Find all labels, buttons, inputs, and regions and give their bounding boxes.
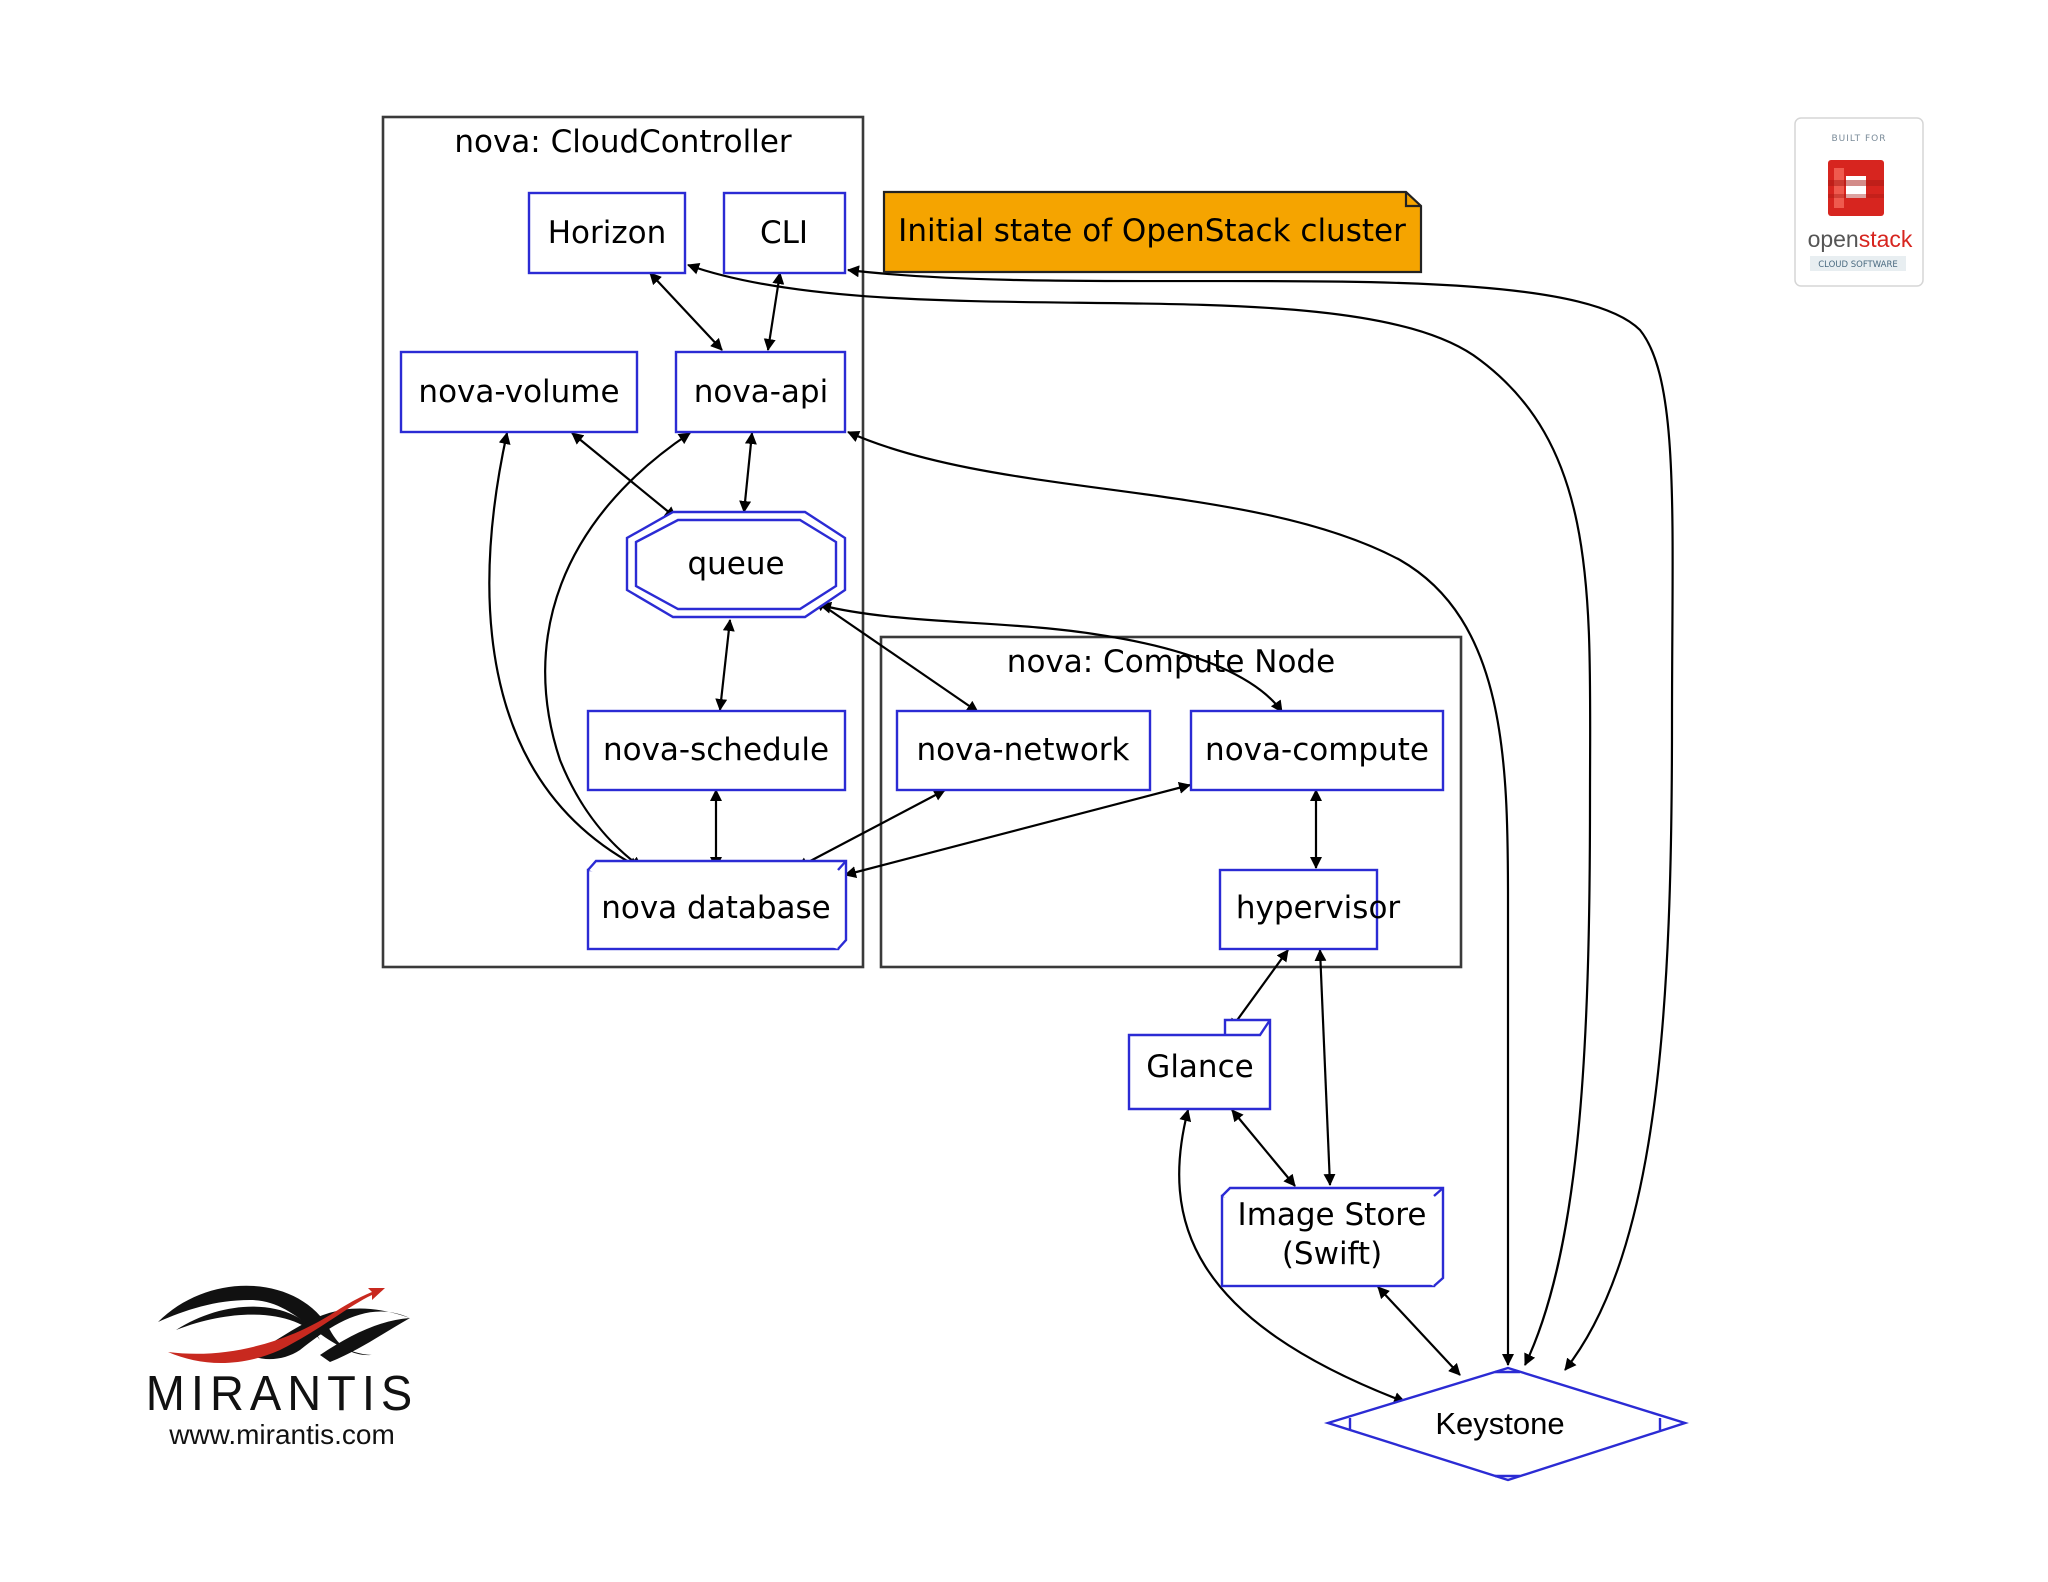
- edge-queue-nova-schedule: [715, 619, 735, 711]
- node-nova-api-label: nova-api: [694, 374, 828, 410]
- node-image-store-label-line2: (Swift): [1282, 1236, 1382, 1272]
- node-nova-compute: nova-compute: [1189, 709, 1445, 792]
- node-queue: queue: [625, 510, 847, 619]
- note-initial-state: Initial state of OpenStack cluster: [882, 190, 1423, 274]
- node-horizon-label: Horizon: [548, 215, 667, 251]
- openstack-logo: BUILT FOR openstack CLOUD SOFTWARE: [1794, 117, 1924, 287]
- edge-horizon-nova-api: [649, 272, 723, 351]
- edge-nova-compute-database: [844, 781, 1191, 879]
- mirantis-logo-name: MIRANTIS: [146, 1366, 418, 1421]
- openstack-logo-bottom-text: CLOUD SOFTWARE: [1818, 260, 1898, 270]
- openstack-logo-top-text: BUILT FOR: [1831, 134, 1886, 144]
- node-nova-api: nova-api: [674, 350, 847, 434]
- node-hypervisor-label: hypervisor: [1236, 890, 1401, 926]
- edge-image-store-keystone: [1377, 1286, 1461, 1376]
- node-image-store: Image Store (Swift): [1220, 1186, 1445, 1288]
- node-cli: CLI: [722, 191, 847, 275]
- edge-nova-api-database: [544, 432, 691, 869]
- edge-nova-volume-queue: [571, 432, 677, 519]
- node-nova-schedule-label: nova-schedule: [603, 732, 829, 768]
- node-nova-network: nova-network: [895, 709, 1152, 792]
- edge-glance-image-store: [1231, 1109, 1296, 1187]
- cluster-cloud-controller: nova: CloudController: [381, 115, 865, 969]
- node-glance: Glance: [1127, 1018, 1272, 1111]
- edge-nova-network-database: [796, 789, 946, 869]
- node-nova-volume-label: nova-volume: [418, 374, 619, 410]
- mirantis-logo-url: www.mirantis.com: [168, 1419, 395, 1450]
- openstack-logo-name: openstack: [1808, 226, 1913, 252]
- node-keystone: Keystone: [1323, 1366, 1689, 1482]
- node-horizon: Horizon: [527, 191, 687, 275]
- node-nova-database: nova database: [586, 859, 848, 951]
- cluster-cloud-controller-label: nova: CloudController: [454, 124, 792, 160]
- openstack-cube-icon: [1828, 160, 1884, 216]
- edges: [488, 262, 1674, 1404]
- node-queue-label: queue: [687, 546, 784, 582]
- edge-nova-api-queue: [739, 432, 757, 513]
- node-nova-compute-label: nova-compute: [1205, 732, 1429, 768]
- edge-hypervisor-glance: [1229, 949, 1289, 1031]
- edge-hypervisor-image-store: [1314, 949, 1336, 1186]
- node-nova-volume: nova-volume: [399, 350, 639, 434]
- node-image-store-label-line1: Image Store: [1238, 1197, 1427, 1233]
- node-nova-database-label: nova database: [601, 890, 831, 926]
- node-cli-label: CLI: [760, 215, 808, 251]
- node-glance-label: Glance: [1146, 1049, 1253, 1085]
- mirantis-swoosh-icon: [158, 1285, 410, 1363]
- node-keystone-label: Keystone: [1435, 1406, 1564, 1441]
- node-nova-network-label: nova-network: [916, 732, 1129, 768]
- edge-cli-keystone: [847, 265, 1674, 1371]
- mirantis-logo: MIRANTIS www.mirantis.com: [146, 1285, 418, 1450]
- node-hypervisor: hypervisor: [1218, 868, 1401, 951]
- note-initial-state-label: Initial state of OpenStack cluster: [898, 213, 1406, 249]
- node-nova-schedule: nova-schedule: [586, 709, 847, 792]
- edge-nova-volume-database: [488, 432, 641, 869]
